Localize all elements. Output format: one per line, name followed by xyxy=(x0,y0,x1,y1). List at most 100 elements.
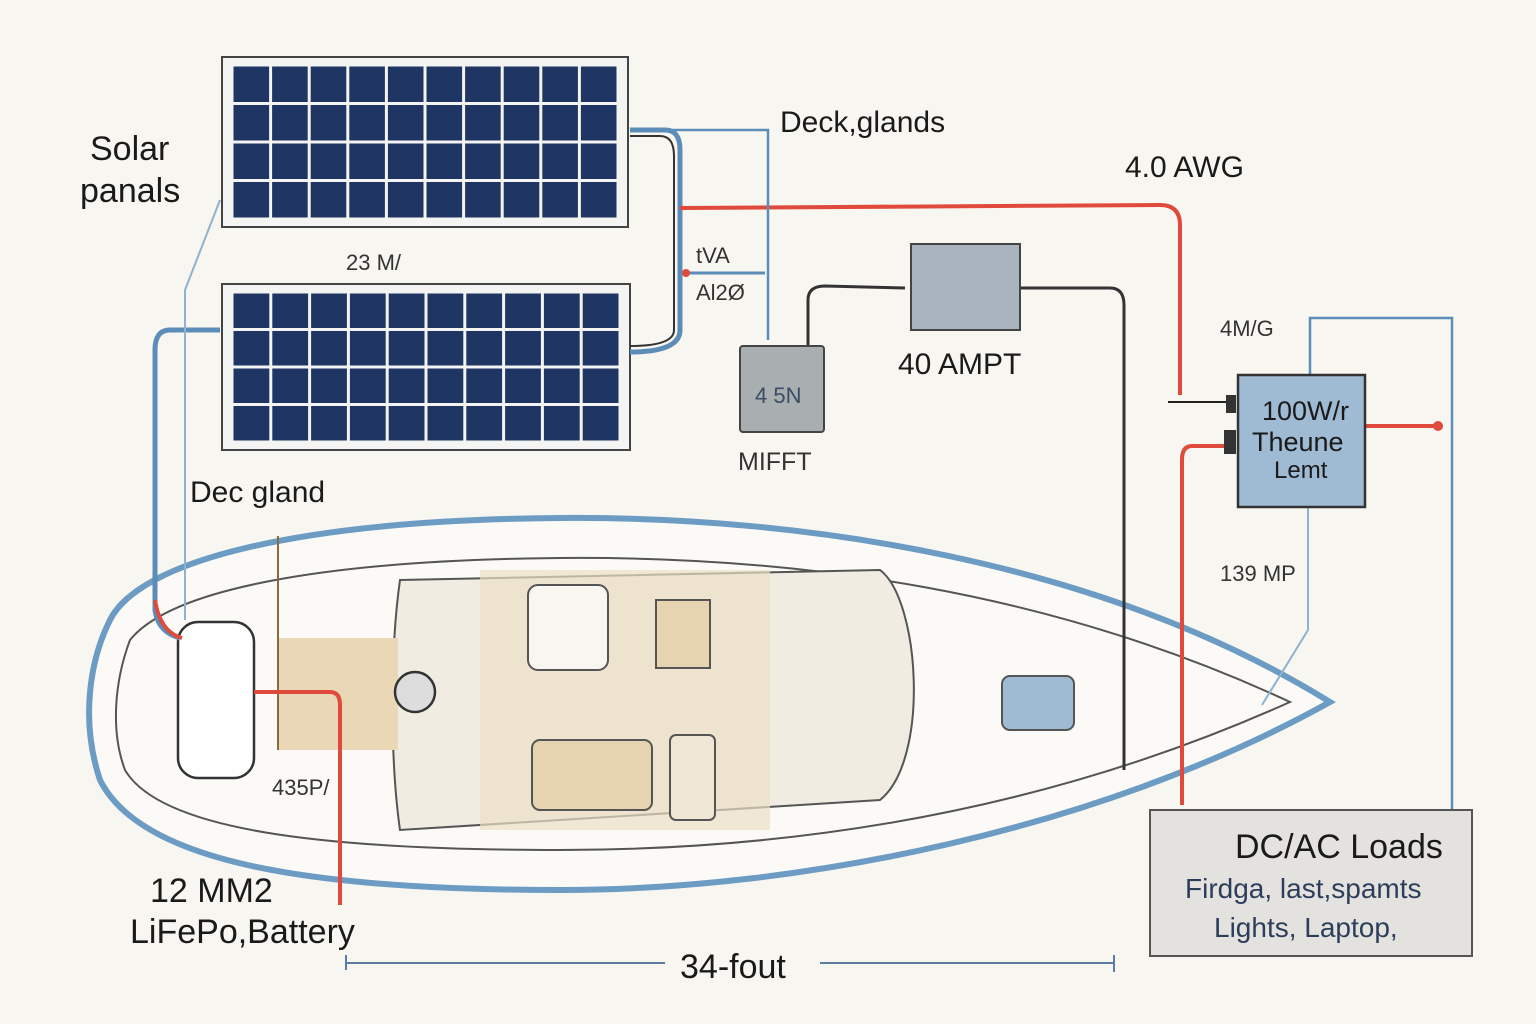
solar-cell xyxy=(543,331,580,366)
port-red-wire xyxy=(153,599,183,640)
awg-label: 4.0 AWG xyxy=(1125,151,1244,184)
solar-cell xyxy=(272,182,308,218)
solar-cell xyxy=(466,293,503,328)
solar-cell xyxy=(466,406,503,441)
solar-cell xyxy=(388,406,425,441)
solar-cell xyxy=(311,368,347,403)
solar-cell xyxy=(233,66,270,102)
solar-cell xyxy=(427,406,464,441)
deck-gland-label: Dec gland xyxy=(190,476,325,509)
output-dot xyxy=(1433,421,1443,431)
solar-cell xyxy=(427,293,464,328)
solar-cell xyxy=(543,368,580,403)
solar-cell xyxy=(310,182,347,218)
solar-cell xyxy=(505,293,541,328)
loads-blue-wire xyxy=(1308,316,1454,810)
solar-cell xyxy=(349,143,385,179)
solar-cell xyxy=(349,406,386,441)
battery-box xyxy=(176,620,256,780)
solar-cell xyxy=(272,66,308,102)
solar-cell xyxy=(310,105,347,141)
tva-label: tVA xyxy=(696,243,730,268)
solar-cell xyxy=(233,331,270,366)
a120-label: Al2Ø xyxy=(696,280,745,305)
solar-cell xyxy=(582,331,619,366)
solar-cell xyxy=(388,368,425,403)
solar-cell xyxy=(272,406,309,441)
battery-size-label: 435P/ xyxy=(272,775,330,800)
solar-cell xyxy=(349,293,386,328)
controller-out-wire xyxy=(1020,286,1126,770)
solar-cell xyxy=(505,406,541,441)
battery-label: LiFePo,Battery xyxy=(130,913,355,951)
solar-cell xyxy=(427,331,464,366)
length-label: 34-fout xyxy=(680,948,786,986)
solar-cell xyxy=(505,368,541,403)
solar-cell xyxy=(311,293,347,328)
mppt-box-label: 4 5N xyxy=(755,383,801,408)
inverter xyxy=(1236,373,1367,509)
panel-watts-label: 23 M/ xyxy=(346,250,402,275)
solar-cell xyxy=(580,182,617,218)
solar-cell xyxy=(349,368,386,403)
solar-cell xyxy=(503,182,540,218)
solar-cell xyxy=(349,182,385,218)
solar-cell xyxy=(582,406,619,441)
inverter-top-label: 4M/G xyxy=(1220,316,1274,341)
solar-cell xyxy=(388,331,425,366)
panel-link-wire xyxy=(629,127,683,355)
controller-wire xyxy=(806,284,906,345)
loads-line2: Lights, Laptop, xyxy=(1214,912,1398,943)
bench2 xyxy=(669,734,716,821)
solar-cell xyxy=(387,66,424,102)
deck-line xyxy=(114,556,1293,852)
charge-controller xyxy=(910,243,1021,331)
solar-cell xyxy=(465,66,501,102)
inverter-bottom-label: 139 MP xyxy=(1220,561,1296,586)
table xyxy=(655,599,711,669)
solar-cell xyxy=(580,66,617,102)
solar-cell xyxy=(466,331,503,366)
solar-panels-label-2: panals xyxy=(80,172,180,210)
solar-cell xyxy=(543,293,580,328)
inverter-terminal xyxy=(1226,395,1236,413)
inverter-line1: 100W/r xyxy=(1262,396,1349,426)
solar-cell xyxy=(272,331,309,366)
solar-cell xyxy=(465,143,501,179)
mppt-label: MIFFT xyxy=(738,448,812,476)
junction-dot xyxy=(682,269,690,277)
controller-label: 40 AMPT xyxy=(898,348,1021,381)
solar-cell xyxy=(426,182,463,218)
mppt-box xyxy=(739,345,825,433)
solar-cell xyxy=(582,293,619,328)
hatch xyxy=(1001,675,1075,731)
solar-cell xyxy=(387,182,424,218)
battery-red-wire xyxy=(254,690,342,905)
loads-line1: Firdga, last,spamts xyxy=(1185,873,1422,904)
solar-cell xyxy=(349,66,385,102)
cable-size-label: 12 MM2 xyxy=(150,872,273,910)
deck-glands-label: Deck,glands xyxy=(780,106,945,139)
solar-panels-label: Solar xyxy=(90,130,169,168)
positive-wire-main xyxy=(679,202,1182,395)
solar-cell xyxy=(272,368,309,403)
solar-cell xyxy=(426,66,463,102)
solar-cell xyxy=(272,143,308,179)
inverter-line2: Theune xyxy=(1252,427,1344,457)
bench xyxy=(531,739,653,811)
solar-cell xyxy=(349,331,386,366)
solar-cell xyxy=(542,182,578,218)
deck-gland-wire xyxy=(630,128,770,340)
loads-blue-wire-2 xyxy=(1261,508,1309,706)
length-dimension xyxy=(345,955,1115,972)
solar-cell xyxy=(542,105,578,141)
solar-cell xyxy=(388,293,425,328)
wheel xyxy=(393,670,437,714)
solar-panels xyxy=(221,56,631,451)
solar-cell xyxy=(465,182,501,218)
solar-cell xyxy=(311,331,347,366)
solar-cell xyxy=(543,406,580,441)
solar-cell xyxy=(503,105,540,141)
solar-cell xyxy=(311,406,347,441)
